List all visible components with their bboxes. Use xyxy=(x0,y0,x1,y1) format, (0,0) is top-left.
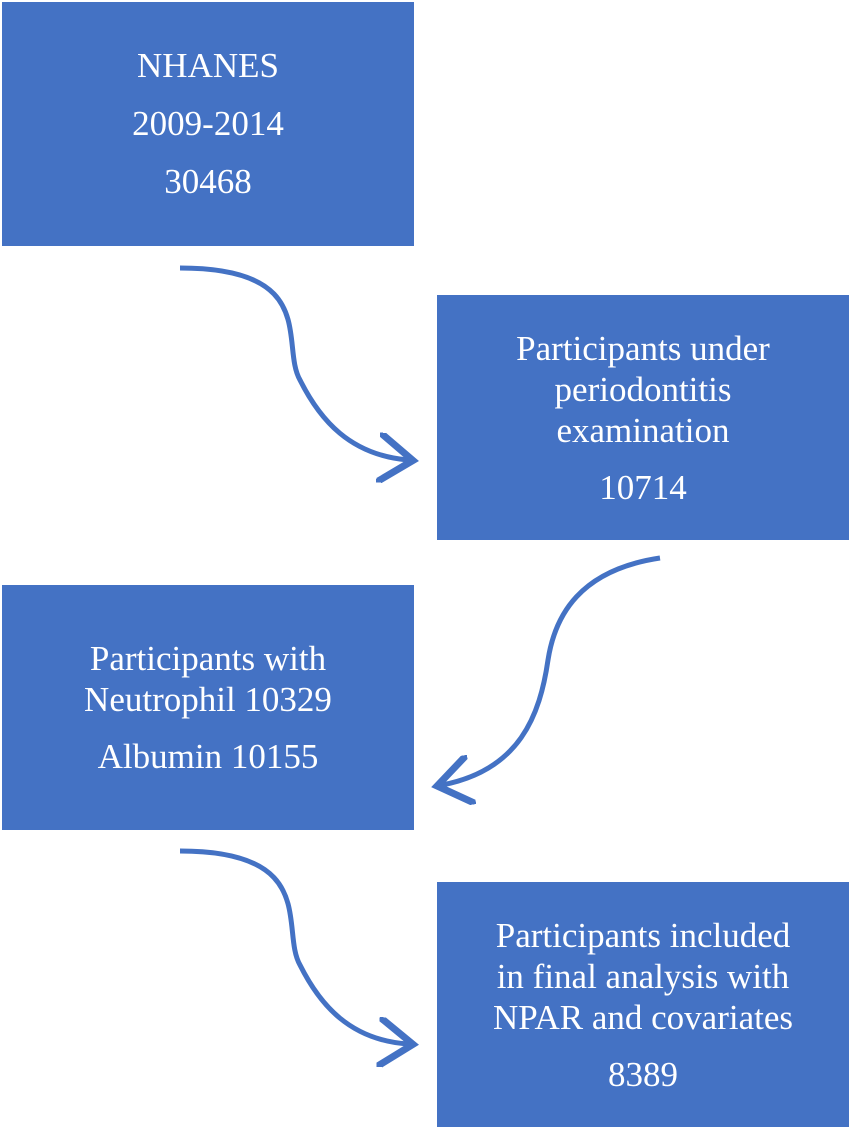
box3-line1: Participants with xyxy=(89,639,327,678)
box1-line1: NHANES xyxy=(137,46,279,85)
box4-line3: NPAR and covariates xyxy=(492,997,794,1037)
box2-line2: periodontitis xyxy=(554,369,732,409)
box2-line3: examination xyxy=(556,410,730,450)
box4-line1: Participants included xyxy=(495,915,791,955)
arrow-box1-to-box2 xyxy=(179,265,408,460)
box1-line3: 30468 xyxy=(164,162,252,201)
arrow-box2-to-box3 xyxy=(442,555,661,785)
box3-line3: Albumin 10155 xyxy=(97,737,319,776)
arrow-box3-to-box4 xyxy=(179,848,408,1044)
box-final-analysis: Participants included in final analysis … xyxy=(437,882,849,1127)
box1-line2: 2009-2014 xyxy=(132,104,284,143)
box-periodontitis-exam: Participants under periodontitis examina… xyxy=(437,295,849,540)
box4-count: 8389 xyxy=(608,1054,678,1094)
box-neutrophil-albumin: Participants with Neutrophil 10329 Album… xyxy=(2,585,414,830)
box3-line2: Neutrophil 10329 xyxy=(84,680,332,719)
box4-line2: in final analysis with xyxy=(496,956,790,996)
box2-count: 10714 xyxy=(599,467,687,507)
box2-line1: Participants under xyxy=(516,328,770,368)
box-nhanes: NHANES 2009-2014 30468 xyxy=(2,2,414,246)
